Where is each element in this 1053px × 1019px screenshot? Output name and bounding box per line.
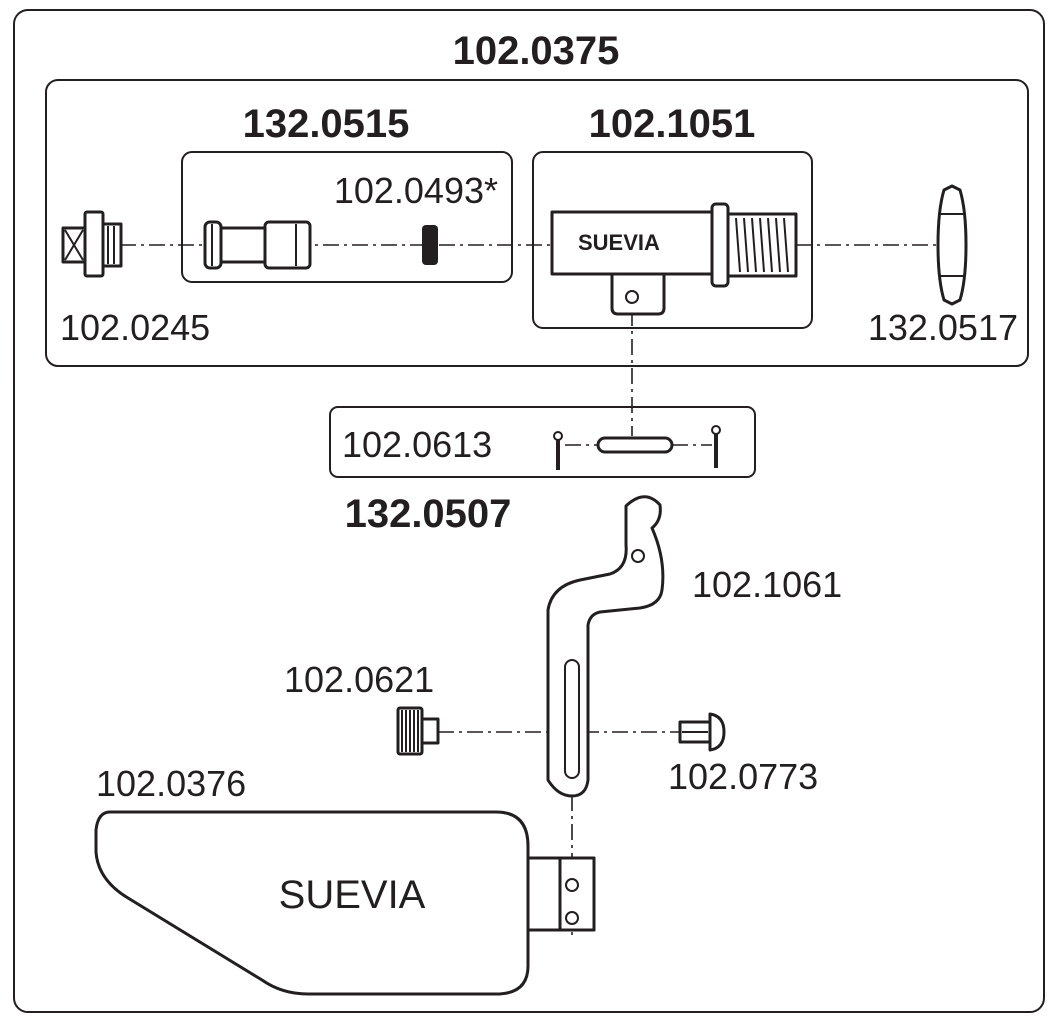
handle-sleeve-part bbox=[203, 220, 312, 270]
valve-body-number-label: 102.1051 bbox=[589, 102, 756, 146]
handle-kit-number-label: 132.0515 bbox=[243, 102, 410, 146]
cotter-pin-left-part bbox=[553, 431, 563, 470]
lever-number-label: 102.1061 bbox=[692, 564, 842, 605]
paddle-brand-label: SUEVIA bbox=[279, 873, 426, 917]
outer-frame bbox=[13, 9, 1045, 1013]
assembly-number-label: 102.0375 bbox=[453, 29, 620, 73]
seal-ring-number-label: 102.0493* bbox=[334, 170, 498, 211]
lever-part bbox=[546, 495, 665, 798]
valve-body-box bbox=[532, 151, 813, 329]
paddle-number-label: 102.0376 bbox=[96, 763, 246, 804]
knurled-screw-number-label: 102.0621 bbox=[284, 659, 434, 700]
rivet-part bbox=[678, 712, 726, 752]
paddle-part bbox=[94, 810, 596, 996]
plug-screw-part bbox=[61, 210, 123, 278]
pin-kit-box bbox=[329, 406, 756, 478]
assembly-box bbox=[45, 79, 1029, 367]
pin-kit-number-label: 132.0507 bbox=[345, 492, 512, 536]
valve-body-part bbox=[550, 202, 798, 316]
plug-screw-number-label: 102.0245 bbox=[60, 307, 210, 348]
pin-part bbox=[596, 436, 674, 454]
nut-number-label: 132.0517 bbox=[868, 307, 1018, 348]
valve-brand-label: SUEVIA bbox=[578, 230, 660, 255]
nut-part bbox=[936, 184, 968, 306]
seal-ring-part bbox=[422, 225, 438, 265]
pin-number-label: 102.0613 bbox=[342, 424, 492, 465]
cotter-pin-right-part bbox=[711, 425, 721, 468]
rivet-number-label: 102.0773 bbox=[668, 756, 818, 797]
knurled-screw-part bbox=[396, 706, 440, 756]
handle-kit-box bbox=[181, 151, 513, 283]
